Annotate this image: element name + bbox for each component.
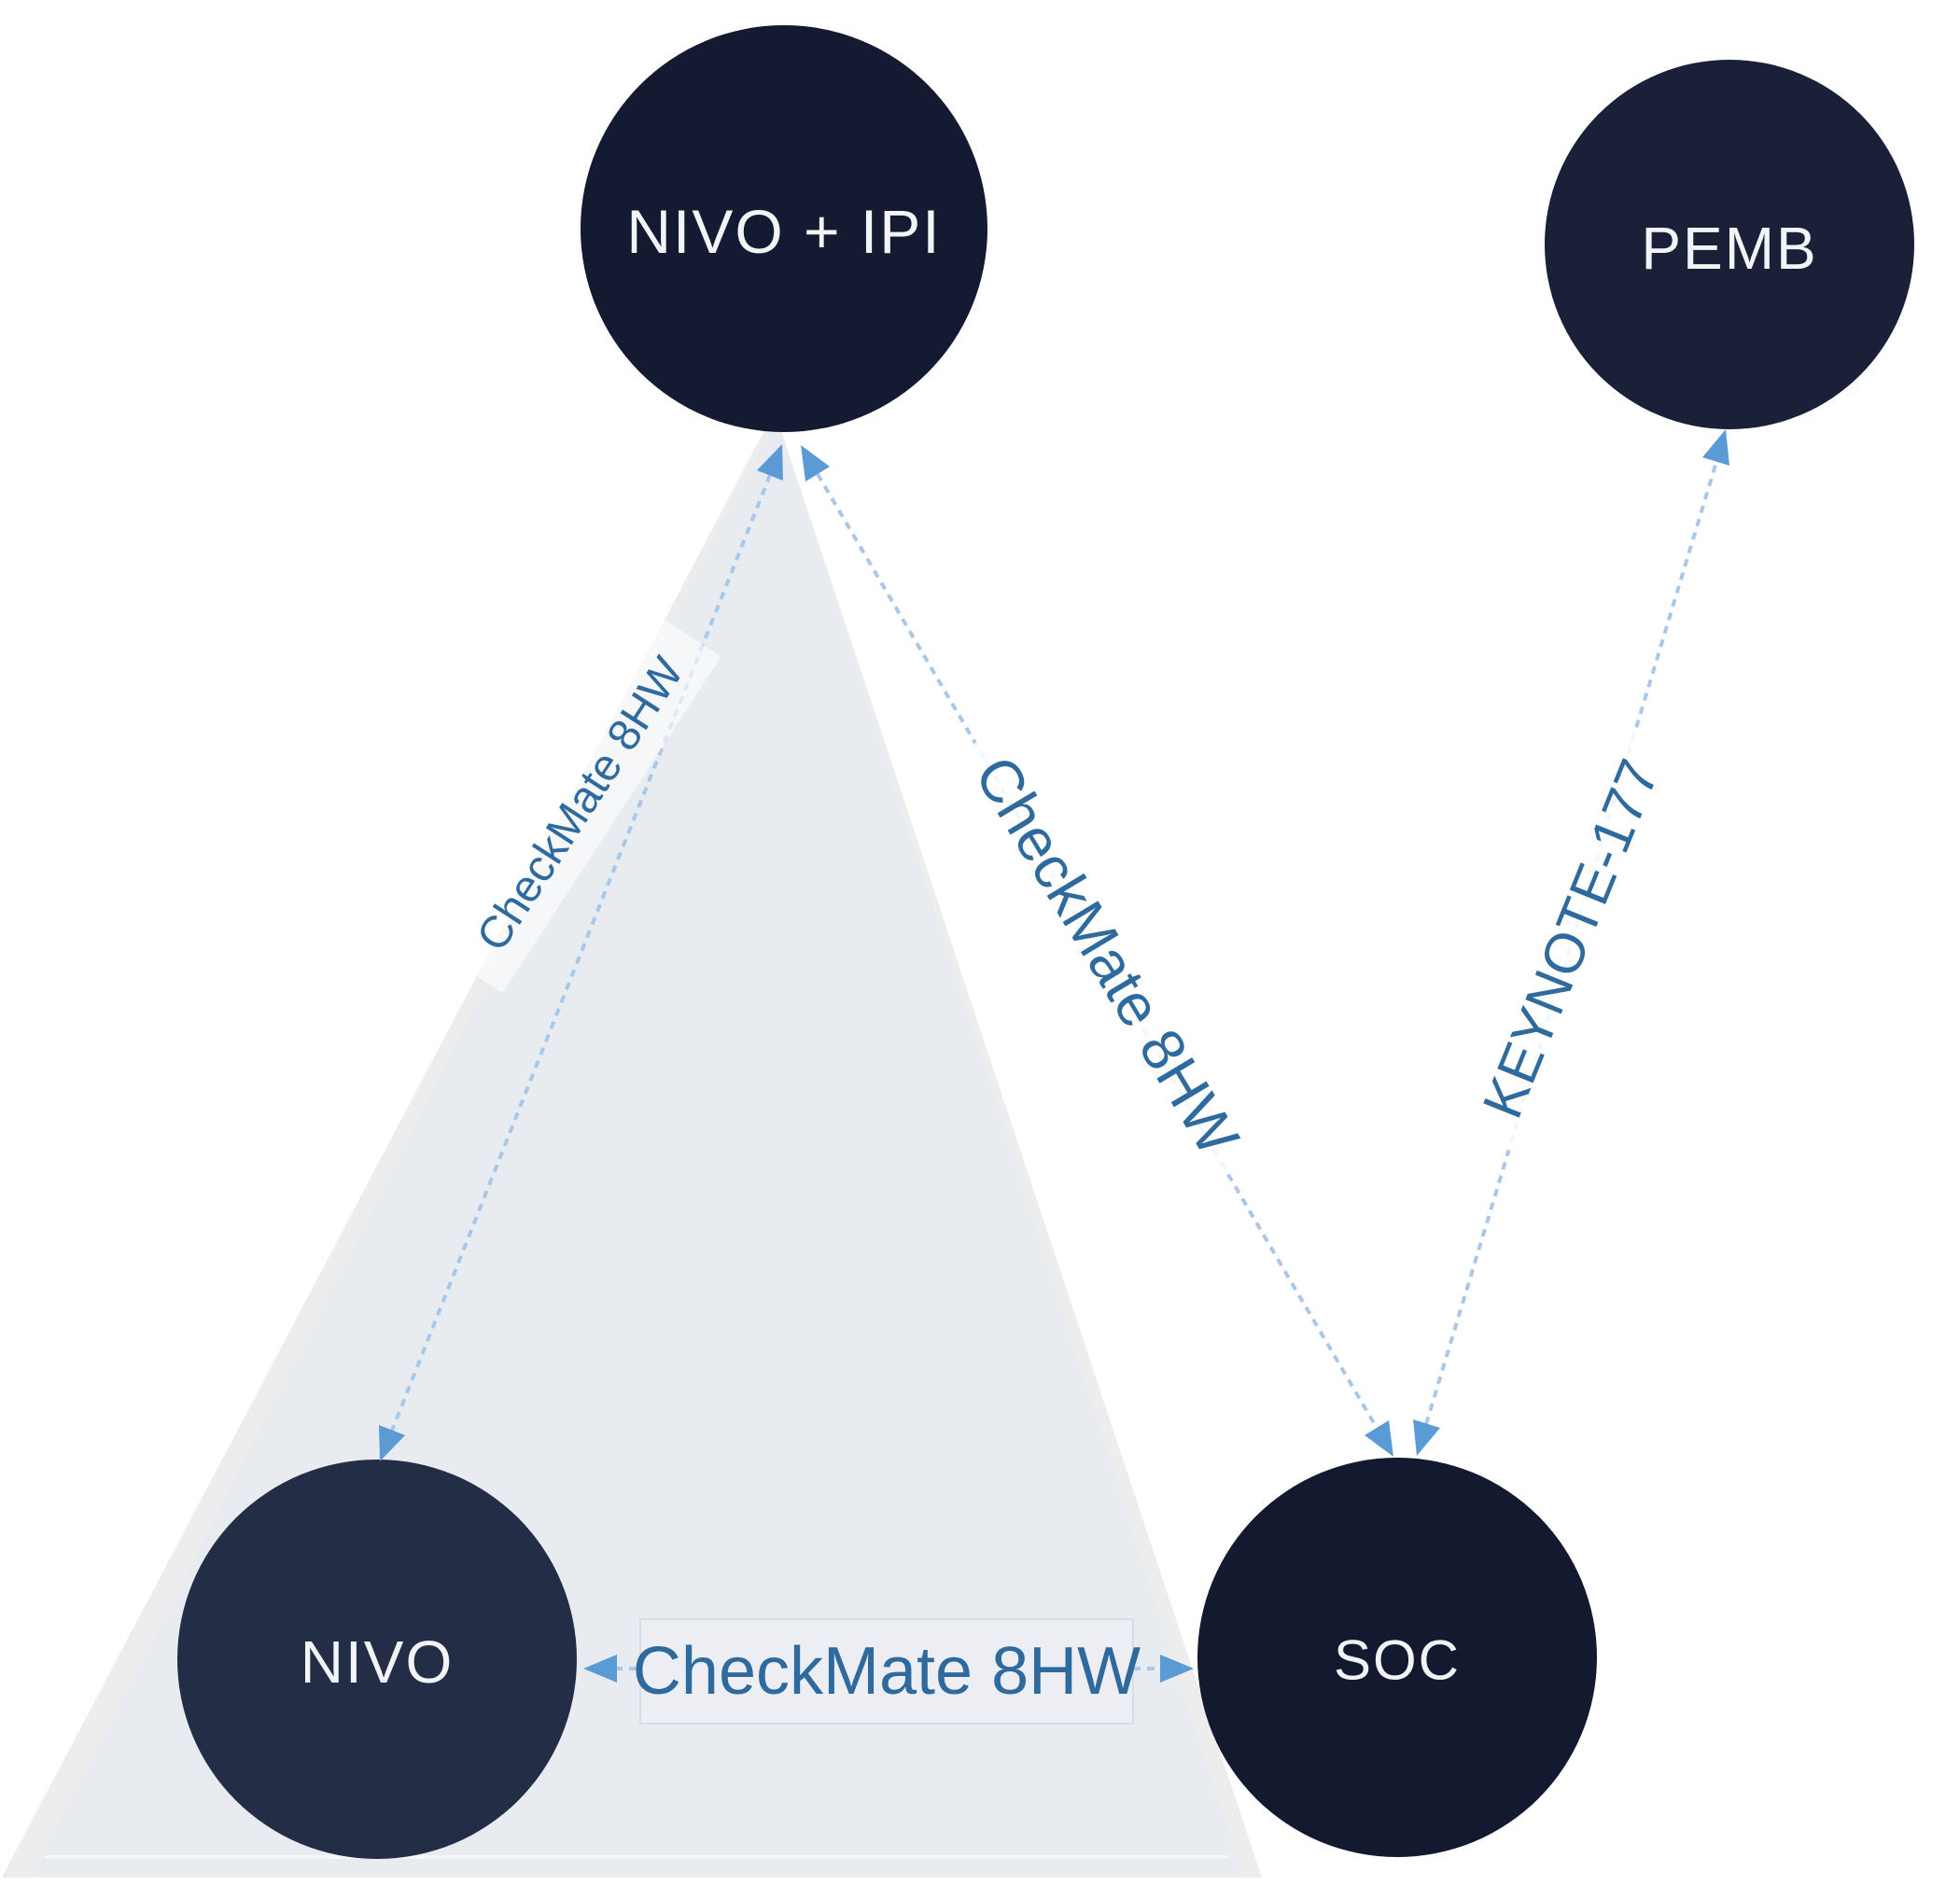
arrowhead-left-at-nivo <box>583 1655 617 1683</box>
edge-label-box <box>440 615 721 994</box>
edge-label-box <box>639 1618 1134 1725</box>
edge-label-group-nivo-soc: CheckMate 8HW <box>633 1618 1141 1725</box>
node-label-nivo-ipi: NIVO + IPI <box>626 197 941 266</box>
arrowhead-up-at-nivoipi-from-soc <box>801 445 830 482</box>
node-soc <box>1197 1458 1597 1857</box>
node-label-pemb: PEMB <box>1641 215 1817 282</box>
edge-label-nivoipi-soc: CheckMate 8HW <box>962 745 1253 1167</box>
edge-label-nivo-soc: CheckMate 8HW <box>633 1634 1141 1709</box>
node-nivo <box>177 1460 577 1859</box>
edge-label-box <box>943 719 1271 1192</box>
node-nivo-ipi <box>581 25 987 432</box>
edge-nivoipi-nivo <box>390 474 772 1432</box>
arrowhead-down-at-nivo <box>379 1425 405 1461</box>
node-label-nivo: NIVO <box>301 1628 454 1696</box>
edge-label-group-pemb-soc: KEYNOTE-177 <box>1452 720 1689 1157</box>
arrowhead-up-at-pemb <box>1702 429 1729 466</box>
edge-label-box <box>1452 720 1689 1157</box>
node-pemb <box>1545 60 1914 429</box>
arrowhead-down-at-soc-from-pemb <box>1413 1419 1440 1456</box>
arrowhead-up-at-nivoipi-from-nivo <box>757 444 783 481</box>
node-label-soc: SOC <box>1334 1629 1461 1692</box>
arrowhead-right-at-soc <box>1160 1655 1194 1683</box>
arrowhead-down-at-soc-from-nivoipi <box>1365 1420 1393 1457</box>
edge-label-pemb-soc: KEYNOTE-177 <box>1471 751 1672 1126</box>
